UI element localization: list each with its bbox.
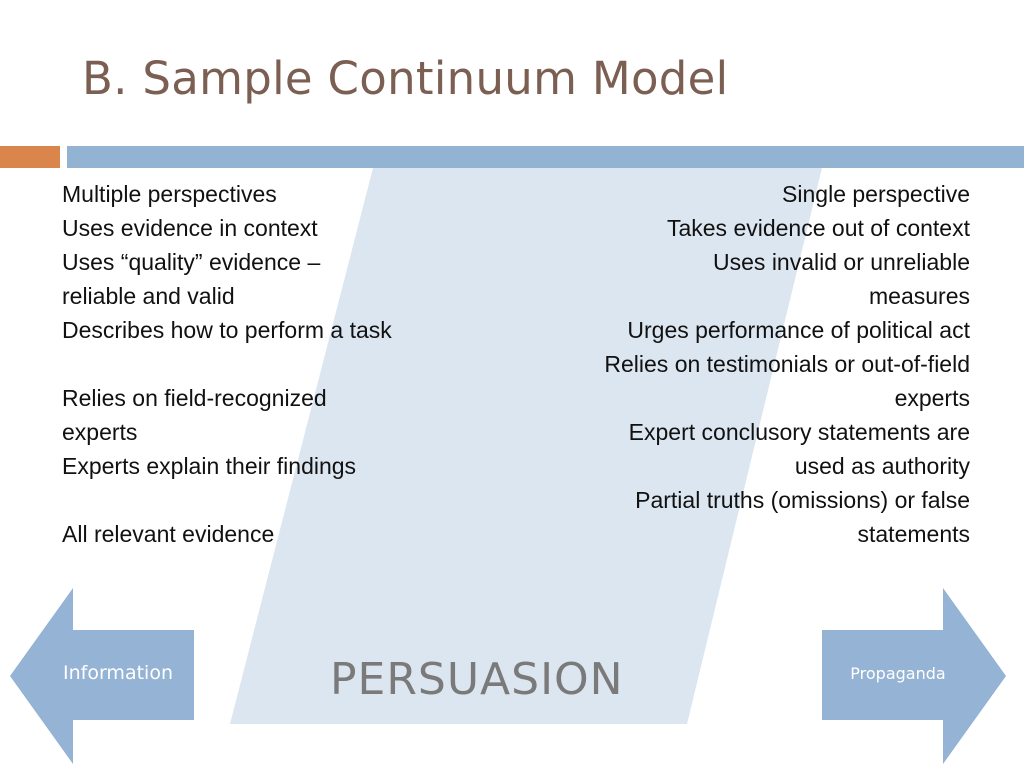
left-item: All relevant evidence <box>62 521 275 547</box>
orange-accent-bar <box>0 146 60 168</box>
right-item: Urges performance of political act <box>627 317 970 343</box>
right-item: Single perspective <box>782 181 970 207</box>
blue-accent-bar <box>67 146 1024 168</box>
right-item: Uses invalid or unreliable measures <box>713 249 970 309</box>
left-item: Describes how to perform a task <box>62 317 392 343</box>
propaganda-characteristics-list: Single perspective Takes evidence out of… <box>530 177 970 551</box>
propaganda-arrow <box>822 588 1006 764</box>
right-item: Relies on testimonials or out-of-field e… <box>604 351 970 411</box>
persuasion-label: PERSUASION <box>330 654 624 705</box>
left-item: Multiple perspectives <box>62 181 277 207</box>
left-spacer <box>62 483 492 517</box>
left-item: Experts explain their findings <box>62 453 357 479</box>
right-item: Partial truths (omissions) or false stat… <box>635 487 970 547</box>
left-item: Uses “quality” evidence – reliable and v… <box>62 249 321 309</box>
right-item: Takes evidence out of context <box>666 215 970 241</box>
left-spacer <box>62 347 492 381</box>
slide-title: B. Sample Continuum Model <box>82 52 729 105</box>
right-item: Expert conclusory statements are used as… <box>628 419 970 479</box>
left-item: Uses evidence in context <box>62 215 318 241</box>
information-arrow <box>10 588 194 764</box>
information-label: Information <box>63 662 173 684</box>
information-characteristics-list: Multiple perspectives Uses evidence in c… <box>62 177 492 551</box>
left-item: Relies on field-recognized experts <box>62 385 327 445</box>
propaganda-label: Propaganda <box>850 664 946 683</box>
